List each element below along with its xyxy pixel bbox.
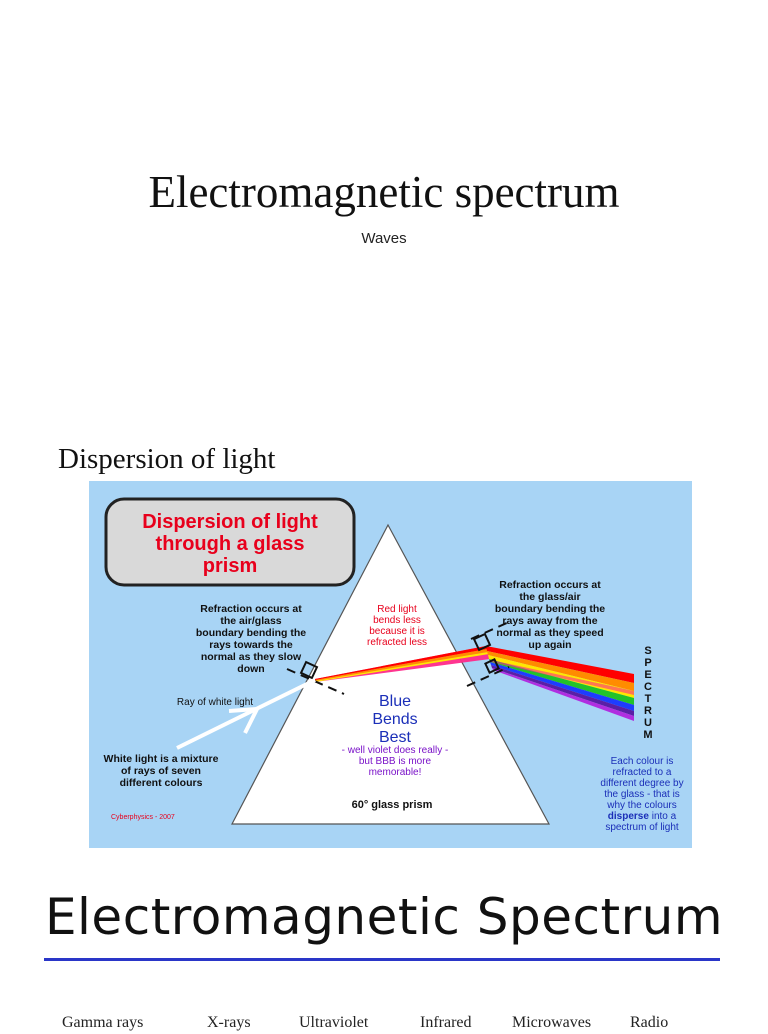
band-microwave: Microwaves <box>512 1014 592 1031</box>
credit: Cyberphysics - 2007 <box>111 814 175 821</box>
each-colour-2: refracted to a <box>613 767 672 778</box>
violet-note-2: but BBB is more <box>359 756 432 767</box>
red-note-4: refracted less <box>367 637 427 648</box>
prism-label: 60° glass prism <box>352 799 433 811</box>
left-refraction-5: normal as they slow <box>201 651 302 663</box>
red-note-3: because it is <box>369 626 425 637</box>
right-refraction-6: up again <box>528 639 571 651</box>
white-ray-arrowhead <box>228 706 261 734</box>
banner-line-2: through a glass <box>156 533 305 555</box>
banner-line-1: Dispersion of light <box>142 511 318 533</box>
banner-line-3: prism <box>203 555 257 577</box>
spectrum-letter: E <box>644 669 651 681</box>
band-gamma: Gamma rays <box>62 1014 144 1031</box>
heading-underline <box>44 958 720 961</box>
band-uv: Ultraviolet <box>299 1014 369 1031</box>
red-note-2: bends less <box>373 615 421 626</box>
blue-best-1: Blue <box>379 693 411 710</box>
band-labels: Gamma rays X-rays Ultraviolet Infrared M… <box>0 1014 768 1034</box>
disperse-word: disperse <box>608 811 650 822</box>
violet-note-3: memorable! <box>369 767 422 778</box>
violet-note-1: - well violet does really - <box>342 745 449 756</box>
left-refraction-6: down <box>237 663 264 675</box>
em-spectrum-heading: Electromagnetic Spectrum <box>44 888 724 946</box>
prism-dispersion-figure: Dispersion of light through a glass pris… <box>89 481 692 848</box>
left-refraction-1: Refraction occurs at <box>200 603 302 615</box>
right-refraction-5: normal as they speed <box>496 627 603 639</box>
right-refraction-2: the glass/air <box>519 591 580 603</box>
white-mixture-1: White light is a mixture <box>104 753 219 765</box>
spectrum-letter: R <box>644 705 652 717</box>
white-ray <box>176 678 316 750</box>
band-xray: X-rays <box>207 1014 251 1031</box>
each-colour-3: different degree by <box>600 778 683 789</box>
dispersion-heading: Dispersion of light <box>58 443 276 475</box>
spectrum-of-light: spectrum of light <box>605 822 679 833</box>
band-radio: Radio <box>630 1014 669 1031</box>
ray-label: Ray of white light <box>177 697 253 708</box>
spectrum-indigo <box>491 665 634 716</box>
spectrum-letter: C <box>644 681 652 693</box>
slide-title: Electromagnetic spectrum <box>148 167 620 217</box>
right-angle-mark <box>472 632 492 652</box>
each-colour-1: Each colour is <box>611 756 674 767</box>
left-refraction-4: rays towards the <box>209 639 293 651</box>
spectrum-letter: S <box>644 645 651 657</box>
left-refraction-3: boundary bending the <box>196 627 306 639</box>
spectrum-letter: U <box>644 717 652 729</box>
left-refraction-2: the air/glass <box>220 615 281 627</box>
right-refraction-3: boundary bending the <box>495 603 605 615</box>
white-mixture-3: different colours <box>120 777 203 789</box>
blue-best-3: Best <box>379 729 412 746</box>
spectrum-violet <box>492 668 634 721</box>
spectrum-letter: T <box>645 693 652 705</box>
spectrum-red <box>486 646 634 683</box>
each-colour-4: the glass - that is <box>604 789 680 800</box>
spectrum-letter: M <box>643 729 652 741</box>
disperse-line: disperse into a <box>608 811 677 822</box>
right-refraction-4: rays away from the <box>502 615 597 627</box>
disperse-post: into a <box>649 811 677 822</box>
band-infrared: Infrared <box>420 1014 472 1031</box>
slide-subtitle: Waves <box>361 230 407 247</box>
each-colour-5: why the colours <box>606 800 676 811</box>
blue-best-2: Bends <box>372 711 417 728</box>
left-angle-mark <box>299 660 319 680</box>
spectrum-orange <box>487 651 634 691</box>
glass-prism <box>231 523 551 825</box>
right-refraction-1: Refraction occurs at <box>499 579 601 591</box>
right-normal <box>470 621 510 640</box>
spectrum-blue <box>490 662 634 711</box>
red-note-1: Red light <box>377 604 417 615</box>
banner-box <box>104 497 356 587</box>
spectrum-letter: P <box>644 657 651 669</box>
white-mixture-2: of rays of seven <box>121 765 201 777</box>
spectrum-green <box>489 659 634 705</box>
